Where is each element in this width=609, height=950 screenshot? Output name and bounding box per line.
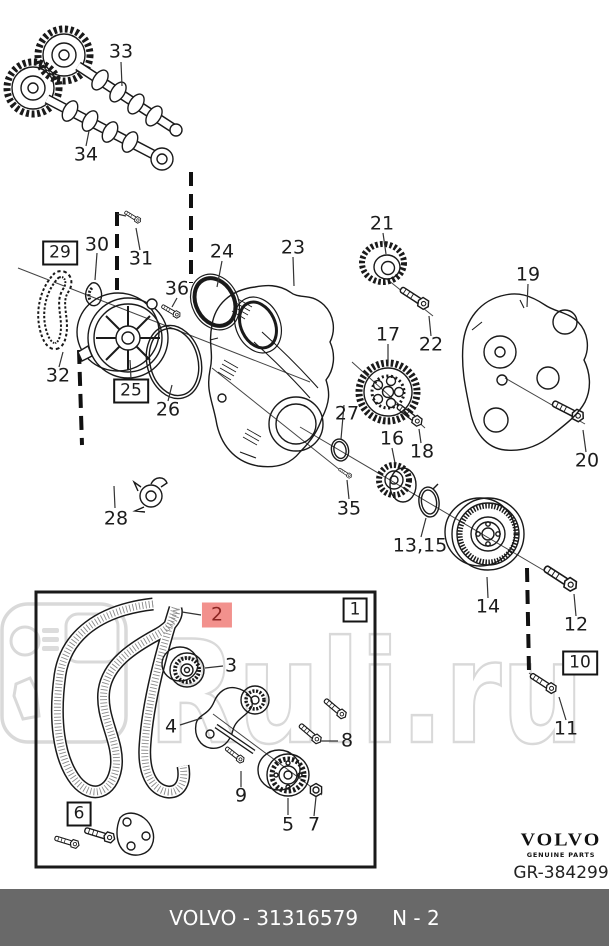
screw-31-drawing [123, 209, 143, 225]
part-label-17[interactable]: 17 [375, 323, 401, 346]
watermark-text: Ruli.ru [148, 611, 584, 776]
sprocket-16-drawing [376, 462, 417, 503]
part-label-19[interactable]: 19 [515, 263, 541, 286]
timing-cover-23-drawing [207, 284, 335, 468]
part-label-2[interactable]: 2 [201, 602, 233, 628]
part-label-1[interactable]: 1 [342, 597, 368, 623]
tensioner-arm-4-drawing [194, 685, 270, 755]
seal-24-drawing [189, 273, 241, 331]
part-label-32[interactable]: 32 [45, 364, 71, 387]
part-label-35[interactable]: 35 [336, 497, 362, 520]
part-label-23[interactable]: 23 [280, 236, 306, 259]
part-label-18[interactable]: 18 [409, 440, 435, 463]
part-label-13-15[interactable]: 13,15 [392, 534, 448, 557]
part-label-33[interactable]: 33 [108, 40, 134, 63]
part-label-26[interactable]: 26 [155, 398, 181, 421]
part-label-28[interactable]: 28 [103, 507, 129, 530]
chain-32-drawing [37, 270, 73, 351]
bolt-6b-drawing [82, 824, 117, 845]
part-label-5[interactable]: 5 [281, 813, 295, 836]
part-label-24[interactable]: 24 [209, 240, 235, 263]
dashed-reference-lines [77, 172, 531, 673]
part-label-27[interactable]: 27 [334, 402, 360, 425]
inner-cover-19-drawing [461, 293, 591, 452]
ring-27-drawing [330, 438, 350, 462]
part-label-34[interactable]: 34 [73, 143, 99, 166]
part-label-10[interactable]: 10 [562, 650, 598, 676]
footer-part-number: VOLVO - 31316579 [169, 905, 359, 930]
volvo-logo: VOLVO [520, 830, 602, 850]
leader-lines [58, 61, 587, 817]
part-label-9[interactable]: 9 [234, 784, 248, 807]
part-label-30[interactable]: 30 [84, 233, 110, 256]
part-label-16[interactable]: 16 [379, 427, 405, 450]
part-label-25[interactable]: 25 [113, 378, 149, 404]
part-label-6[interactable]: 6 [66, 801, 92, 827]
belt-2-drawing [50, 597, 191, 799]
screw-35-drawing [337, 466, 353, 480]
part-label-21[interactable]: 21 [369, 212, 395, 235]
part-label-14[interactable]: 14 [475, 595, 501, 618]
part-label-20[interactable]: 20 [574, 449, 600, 472]
part-label-7[interactable]: 7 [307, 813, 321, 836]
part-label-29[interactable]: 29 [42, 240, 78, 266]
part-label-8[interactable]: 8 [340, 729, 354, 752]
part-30-drawing [84, 282, 103, 307]
bolt-22-drawing [397, 284, 432, 312]
gasket-plate-drawing [116, 812, 155, 856]
drawing-reference: GR-384299 [513, 863, 609, 883]
part-28-drawing [132, 477, 168, 513]
bolt-36-drawing [159, 302, 182, 320]
part-label-3[interactable]: 3 [224, 654, 238, 677]
bolt-12-drawing [541, 562, 580, 594]
tensioner-pulley-5-drawing [257, 749, 310, 797]
footer-bar: VOLVO - 31316579 N - 2 [0, 889, 609, 946]
part-label-36[interactable]: 36 [164, 277, 190, 300]
nut-7-drawing [309, 782, 323, 798]
o-ring-26-drawing [145, 324, 203, 400]
gear-21-drawing [359, 241, 407, 285]
bolt-6a-drawing [53, 833, 81, 850]
camshaft-34-drawing [3, 58, 174, 171]
part-label-31[interactable]: 31 [128, 247, 154, 270]
camshaft-33-drawing [34, 25, 183, 137]
part-label-12[interactable]: 12 [563, 613, 589, 636]
water-pump-25-drawing [76, 292, 169, 379]
brand-tagline: GENUINE PARTS [526, 851, 596, 859]
belt-kit-box [34, 590, 377, 869]
part-label-11[interactable]: 11 [553, 717, 579, 740]
washer-13-15-drawing [418, 483, 440, 518]
crank-pulley-14-drawing [444, 497, 525, 571]
part-label-22[interactable]: 22 [418, 333, 444, 356]
idler-pulley-3-drawing [161, 646, 205, 688]
brand-block: VOLVO GENUINE PARTS GR-384299 [500, 829, 609, 883]
footer-page-number: N - 2 [392, 905, 440, 930]
sprocket-17-drawing [355, 359, 421, 425]
part-label-4[interactable]: 4 [164, 715, 178, 738]
bolt-20-drawing [549, 397, 587, 424]
